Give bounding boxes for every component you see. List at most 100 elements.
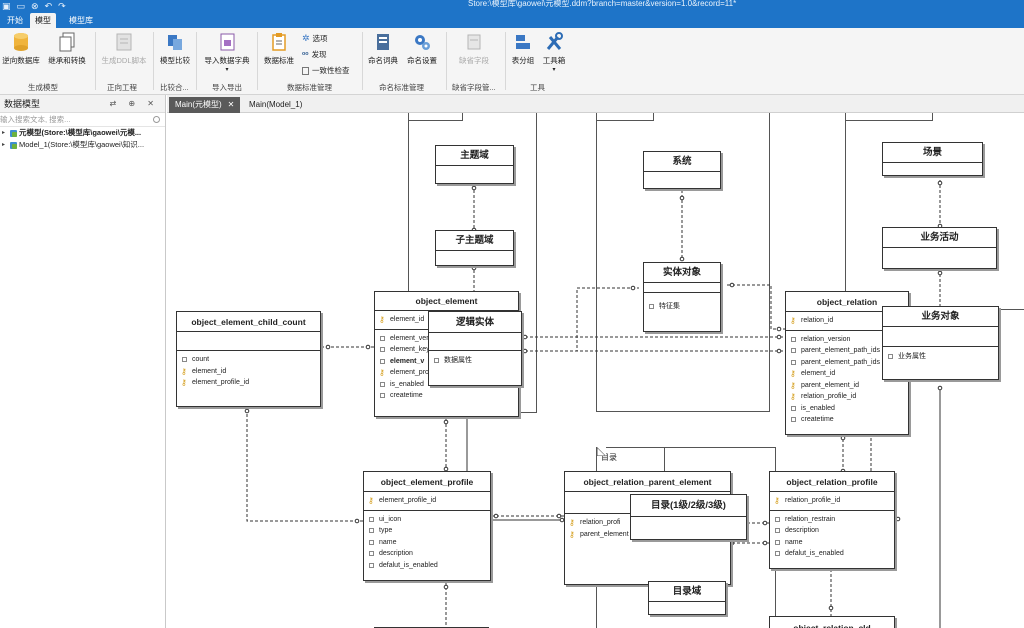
attr-parent-element-path-ids-2[interactable]: parent_element_path_ids: [790, 357, 904, 369]
attr-createtime[interactable]: createtime: [790, 414, 904, 426]
data-attribute-attr[interactable]: 数据属性: [429, 351, 521, 367]
clipboard-icon: [272, 33, 286, 51]
data-standard-button[interactable]: 数据标准: [261, 32, 297, 66]
concept-logical-entity[interactable]: 逻辑实体 数据属性: [428, 311, 522, 386]
attr-parent-element-path-ids[interactable]: parent_element_path_ids: [790, 345, 904, 357]
save-icon[interactable]: ▣: [2, 0, 11, 11]
entity-object-element-profile[interactable]: object_element_profile ⚷element_profile_…: [363, 471, 491, 581]
entity-child-count[interactable]: object_element_child_count count ⚷elemen…: [176, 311, 321, 407]
naming-settings-button[interactable]: 命名设置: [405, 32, 439, 66]
close-icon[interactable]: ⊗: [31, 0, 39, 11]
entity-relation-cld[interactable]: object_relation_cld: [769, 616, 895, 628]
concept-sub-domain[interactable]: 子主题域: [435, 230, 514, 266]
attribute-icon: [380, 381, 385, 387]
concept-system[interactable]: 系统: [643, 151, 721, 189]
undo-icon[interactable]: ↶: [44, 0, 53, 11]
attr-is-enabled[interactable]: is_enabled: [379, 379, 514, 391]
attr-element-version[interactable]: element_ver: [379, 333, 514, 345]
attr-relation-profile-id[interactable]: ⚷relation_profile_id: [790, 392, 857, 401]
attr-parent-element[interactable]: ⚷parent_element: [569, 529, 629, 539]
folded-corner-icon: [597, 447, 606, 456]
import-dictionary-button[interactable]: 导入数据字典 ▾: [202, 32, 252, 73]
tree-node-model-1[interactable]: ▸ Model_1(Store:\模型库\gaowei\知识...: [2, 140, 145, 149]
attribute-icon: [369, 551, 374, 557]
attr-name[interactable]: name: [774, 537, 890, 549]
attr-relation-profile[interactable]: ⚷relation_profi: [569, 518, 621, 527]
generate-ddl-button[interactable]: 生成DDL脚本: [99, 32, 149, 66]
tab-main-model-1[interactable]: Main(Model_1): [249, 100, 303, 109]
attr-name[interactable]: name: [368, 537, 486, 549]
concept-entity-object[interactable]: 实体对象 特征集: [643, 262, 721, 332]
concept-business-activity[interactable]: 业务活动: [882, 227, 997, 269]
concept-business-object[interactable]: 业务对象 业务属性: [882, 306, 999, 380]
concept-scene[interactable]: 场景: [882, 142, 983, 176]
attr-element-value[interactable]: element_v: [379, 356, 514, 368]
attr-parent-element-id[interactable]: ⚷parent_element_id: [790, 380, 859, 390]
attr-relation-profile-id[interactable]: ⚷relation_profile_id: [774, 496, 841, 505]
attr-element-profile[interactable]: ⚷element_pro: [379, 368, 429, 377]
business-attr[interactable]: 业务属性: [883, 347, 998, 363]
attr-relation-version[interactable]: relation_version: [790, 334, 904, 346]
close-tab-icon[interactable]: ✕: [227, 100, 235, 109]
toolbox-button[interactable]: 工具箱 ▾: [540, 32, 568, 73]
field-icon: [467, 34, 481, 50]
attr-ui-icon[interactable]: ui_icon: [368, 514, 486, 526]
frame-tab: [845, 113, 933, 121]
attr-description[interactable]: description: [368, 548, 486, 560]
entity-relation-profile[interactable]: object_relation_profile ⚷relation_profil…: [769, 471, 895, 569]
attribute-icon: [369, 528, 374, 534]
diagram-canvas[interactable]: 主题域 子主题域 系统 实体对象 特征集 场景 业务活动 object_elem…: [167, 113, 1024, 628]
group-label-import-export: 导入导出: [212, 83, 242, 92]
open-icon[interactable]: ▭: [16, 0, 26, 11]
concept-catalog-level[interactable]: 目录(1级/2级/3级): [630, 494, 747, 540]
attr-createtime[interactable]: createtime: [379, 390, 514, 402]
tree-search-input[interactable]: 输入搜索文本, 搜索...: [0, 113, 165, 127]
tab-start[interactable]: 开始: [7, 16, 23, 25]
attribute-icon: [649, 304, 654, 310]
attribute-icon: [380, 393, 385, 399]
group-label-missing-field: 缺省字段管...: [452, 83, 496, 92]
tab-model-library[interactable]: 模型库: [69, 16, 93, 25]
quick-access-toolbar: ▣ ▭ ⊗ ↶ ↷: [2, 0, 66, 12]
attr-element-key[interactable]: element_key: [379, 344, 514, 356]
model-icon: [10, 141, 17, 149]
attr-element-profile-id[interactable]: ⚷element_profile_id: [181, 378, 250, 387]
feature-set-attr[interactable]: 特征集: [644, 293, 720, 313]
attr-element-profile-id[interactable]: ⚷element_profile_id: [368, 496, 437, 505]
attr-element-id[interactable]: ⚷element_id: [790, 369, 836, 378]
inherit-convert-button[interactable]: 继承和转换: [46, 32, 88, 66]
attr-element-id[interactable]: ⚷element_id: [379, 315, 425, 324]
foreign-key-icon: ⚷: [379, 368, 385, 377]
attr-relation-id[interactable]: ⚷relation_id: [790, 316, 834, 325]
tree-node-meta-model[interactable]: ▸ 元模型(Store:\模型库\gaowei\元模...: [2, 128, 142, 137]
naming-dictionary-button[interactable]: 命名词典: [366, 32, 400, 66]
panel-controls[interactable]: ⇄ ⊕ ✕: [109, 99, 159, 108]
table-group-button[interactable]: 表分组: [510, 32, 536, 66]
search-icon[interactable]: [153, 116, 160, 123]
table-group-icon: [516, 35, 530, 49]
expand-arrow-icon[interactable]: ▸: [2, 142, 6, 148]
attr-element-id[interactable]: ⚷element_id: [181, 366, 227, 376]
tab-main-meta-model[interactable]: Main(元模型)✕: [169, 97, 241, 113]
attr-count[interactable]: count: [181, 354, 316, 366]
tab-model[interactable]: 模型: [30, 13, 56, 28]
concept-main-domain[interactable]: 主题域: [435, 145, 514, 184]
attr-description[interactable]: description: [774, 525, 890, 537]
consistency-check-button[interactable]: 一致性检查: [302, 65, 350, 76]
attr-default-is-enabled[interactable]: defalut_is_enabled: [774, 548, 890, 560]
concept-catalog-domain[interactable]: 目录域: [648, 581, 726, 615]
attr-type[interactable]: type: [368, 525, 486, 537]
expand-arrow-icon[interactable]: ▸: [2, 130, 6, 136]
group-separator: [257, 32, 258, 90]
catalog-note[interactable]: 目录: [596, 447, 665, 478]
reverse-db-button[interactable]: 逆向数据库: [2, 32, 40, 66]
attr-is-enabled[interactable]: is_enabled: [790, 403, 904, 415]
attr-relation-restrain[interactable]: relation_restrain: [774, 514, 890, 526]
options-button[interactable]: ✲选项: [302, 33, 328, 43]
redo-icon[interactable]: ↷: [58, 0, 66, 11]
model-compare-button[interactable]: 模型比较: [158, 32, 192, 66]
foreign-key-icon: ⚷: [181, 378, 187, 387]
missing-field-button[interactable]: 缺省字段: [456, 32, 492, 66]
attr-default-is-enabled[interactable]: defalut_is_enabled: [368, 560, 486, 572]
